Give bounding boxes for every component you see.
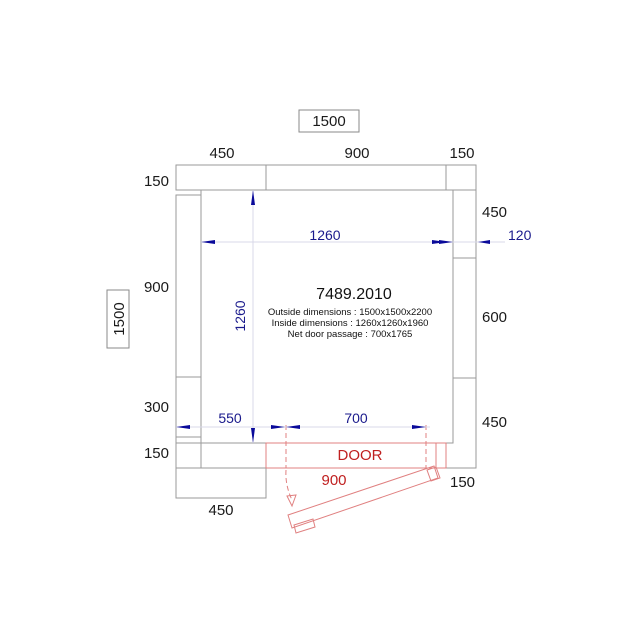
overall-depth-label: 1500 (111, 302, 128, 335)
model-number: 7489.2010 (316, 286, 392, 303)
left-dim-3: 300 (144, 399, 169, 416)
top-dim-right: 150 (449, 145, 474, 162)
top-dim-left: 450 (209, 145, 234, 162)
right-dim-3: 450 (482, 414, 507, 431)
dimension-lines (176, 190, 505, 443)
door-frame (265, 425, 447, 469)
inside-dimensions: Inside dimensions : 1260x1260x1960 (272, 318, 429, 329)
inner-room (200, 189, 454, 444)
door-label: DOOR (338, 447, 383, 464)
overall-width-box: 1500 (298, 109, 360, 133)
outside-dimensions: Outside dimensions : 1500x1500x2200 (268, 307, 432, 318)
offset-left-label: 550 (218, 410, 242, 426)
net-door-passage: Net door passage : 700x1765 (288, 329, 413, 340)
overall-depth-box: 1500 (106, 289, 130, 349)
inner-width-label: 1260 (309, 227, 340, 243)
bottom-dim-left: 450 (208, 502, 233, 519)
door-width-label: 700 (344, 410, 368, 426)
door-leaf-width: 900 (321, 472, 346, 489)
dimension-arrows (176, 190, 490, 443)
left-dim-2: 900 (144, 279, 169, 296)
right-dim-4: 150 (450, 474, 475, 491)
right-dim-1: 450 (482, 204, 507, 221)
inner-depth-label: 1260 (232, 300, 248, 331)
wall-thickness-label: 120 (508, 227, 532, 243)
left-dim-1: 150 (144, 173, 169, 190)
right-dim-2: 600 (482, 309, 507, 326)
left-dim-4: 150 (144, 445, 169, 462)
top-dim-middle: 900 (344, 145, 369, 162)
door-leaf (285, 465, 441, 534)
overall-width-label: 1500 (312, 113, 345, 130)
